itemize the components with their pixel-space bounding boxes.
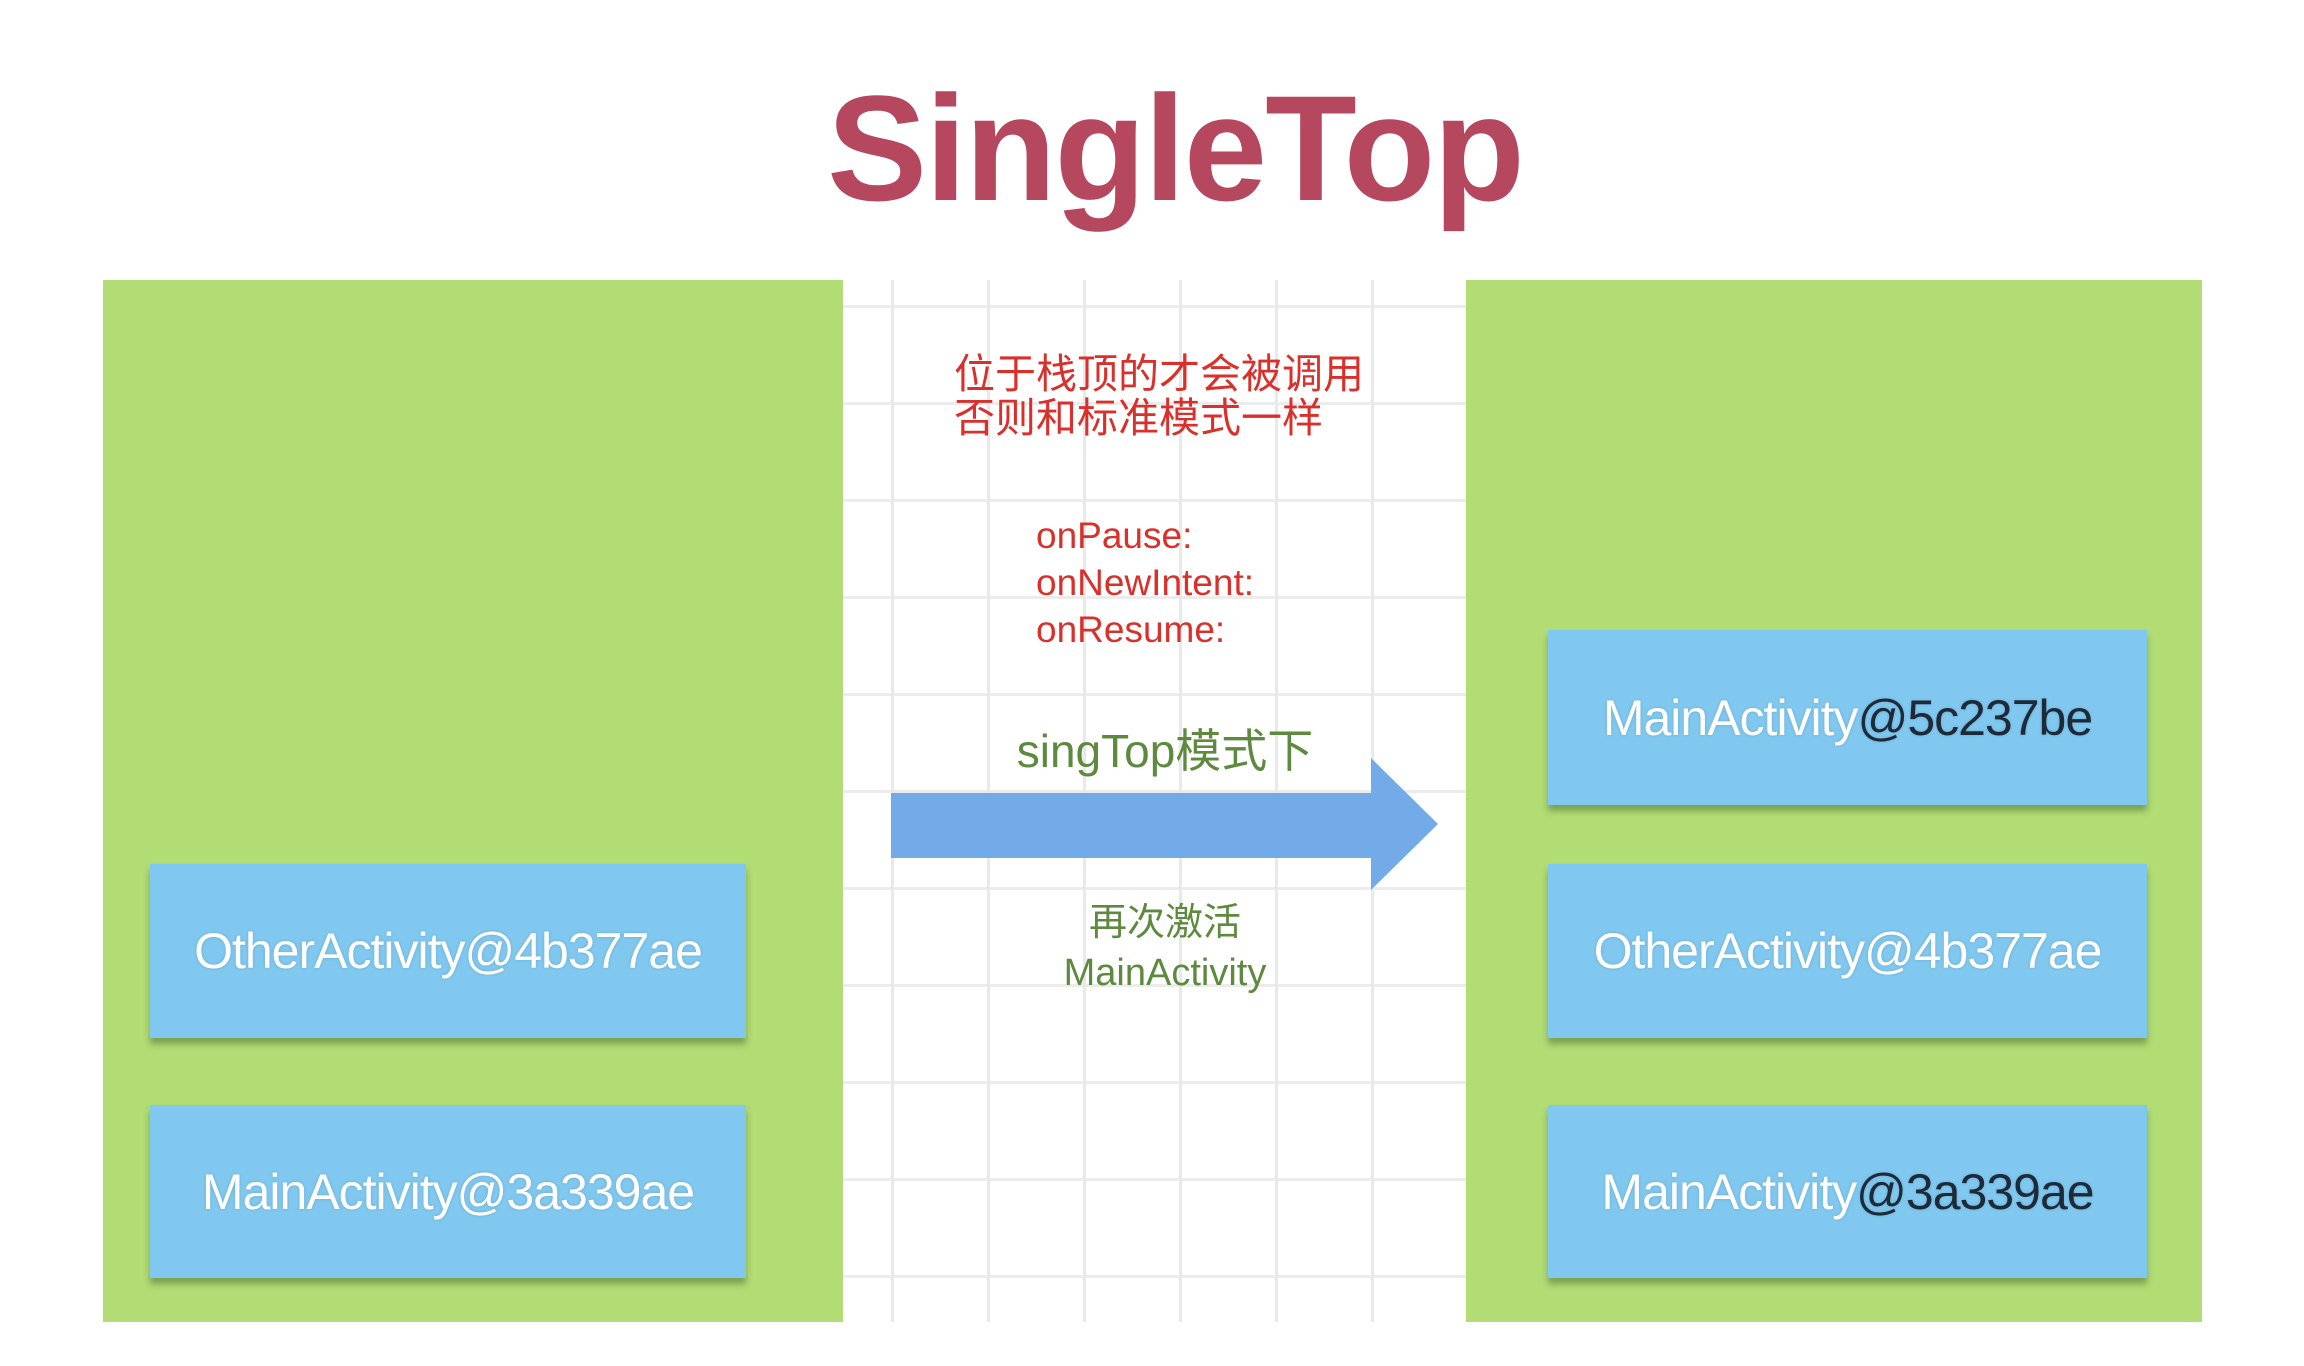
activity-hash: @5c237be (1857, 689, 2094, 746)
activity-name: OtherActivity (194, 923, 465, 979)
activity-name: OtherActivity (1593, 923, 1865, 979)
activity-name: MainActivity (201, 1163, 458, 1220)
callback-onnewintent: onNewIntent: (1036, 562, 1255, 603)
activity-name: MainActivity (1601, 1163, 1857, 1220)
left-stack-activity: MainActivity@3a339ae (150, 1105, 746, 1278)
activity-hash: @3a339ae (456, 1163, 695, 1220)
right-stack-activity: MainActivity@3a339ae (1548, 1105, 2147, 1278)
activity-hash: @4b377ae (1863, 923, 2102, 979)
callback-onpause: onPause: (1036, 515, 1193, 556)
left-stack-activity: OtherActivity@4b377ae (150, 864, 746, 1038)
note-text: 位于栈顶的才会被调用 否则和标准模式一样 (954, 352, 1364, 440)
diagram-title: SingleTop (827, 64, 1525, 232)
arrow-top-label: singTop模式下 (1016, 725, 1314, 777)
arrow-right-icon (891, 758, 1438, 890)
activity-hash: @3a339ae (1856, 1163, 2094, 1220)
arrow-bottom-line: 再次激活 (1088, 902, 1241, 944)
arrow-bottom-line: MainActivity (1063, 952, 1267, 994)
right-stack-activity: MainActivity@5c237be (1548, 630, 2147, 805)
note-line: 否则和标准模式一样 (954, 394, 1323, 442)
callback-onresume: onResume: (1036, 609, 1226, 650)
activity-name: MainActivity (1602, 689, 1859, 746)
note-line: 位于栈顶的才会被调用 (954, 350, 1364, 398)
callback-list: onPause: onNewIntent: onResume: (1036, 512, 1254, 653)
right-stack-activity: OtherActivity@4b377ae (1548, 864, 2147, 1038)
activity-hash: @4b377ae (464, 923, 702, 979)
arrow-bottom-label: 再次激活 MainActivity (1000, 898, 1330, 998)
